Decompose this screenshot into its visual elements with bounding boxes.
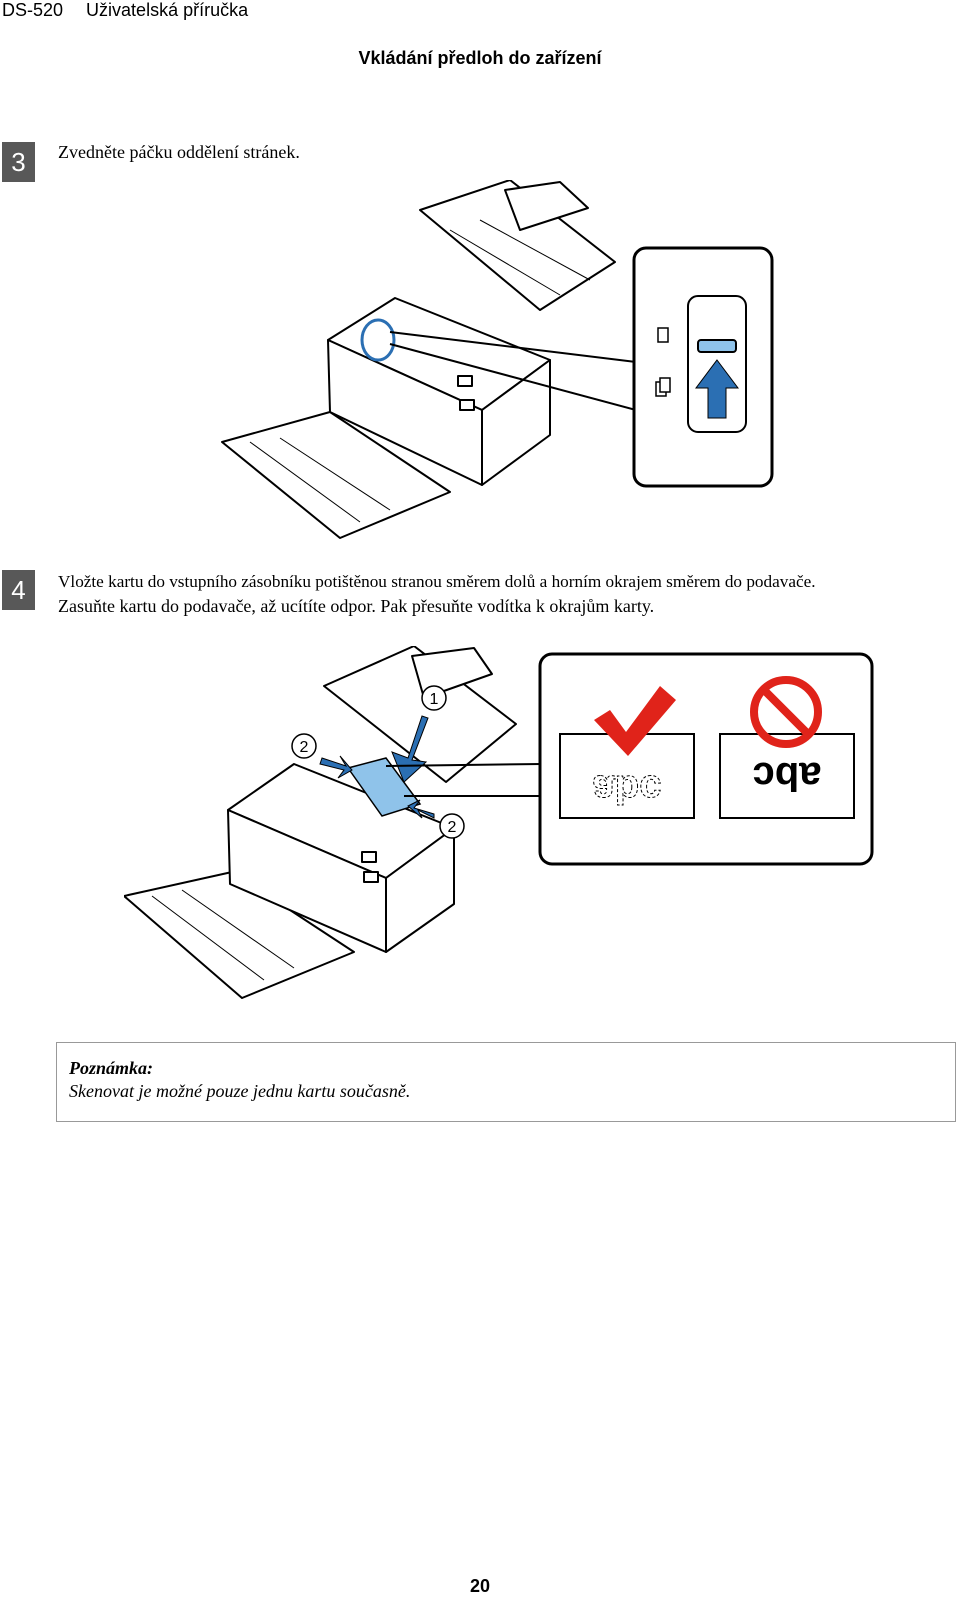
upside-down-text: abc xyxy=(753,754,822,798)
manual-title: Uživatelská příručka xyxy=(86,0,249,20)
lever-highlight xyxy=(360,318,396,362)
up-arrow-icon xyxy=(695,359,739,419)
step-4-number: 4 xyxy=(2,570,35,610)
running-header: DS-520 Uživatelská příručka xyxy=(2,0,266,21)
figure-raise-separation-lever xyxy=(221,180,774,539)
svg-text:2: 2 xyxy=(300,739,309,756)
callout-2-right: 2 xyxy=(439,813,465,839)
step-4-line1: Vložte kartu do vstupního zásobníku poti… xyxy=(58,572,816,591)
page-number: 20 xyxy=(469,1576,491,1596)
mirrored-dashed-text: abc xyxy=(593,767,662,811)
note-title: Poznámka: xyxy=(69,1058,154,1078)
svg-text:1: 1 xyxy=(430,691,439,708)
model-name: DS-520 xyxy=(2,0,64,20)
single-page-icon xyxy=(657,327,669,343)
svg-text:2: 2 xyxy=(448,819,457,836)
guide-arrow-left-icon xyxy=(319,755,353,779)
wrong-card-sample xyxy=(719,733,855,819)
callout-1: 1 xyxy=(421,685,447,711)
prohibited-icon xyxy=(750,676,822,748)
card xyxy=(346,757,422,817)
step-3-number: 3 xyxy=(2,142,35,182)
step-4-line2: Zasuňte kartu do podavače, až ucítíte od… xyxy=(58,596,655,616)
step-3-text: Zvedněte páčku oddělení stránek. xyxy=(58,142,300,162)
section-title: Vkládání předloh do zařízení xyxy=(358,48,602,68)
check-icon xyxy=(594,686,676,756)
guide-arrow-right-icon xyxy=(407,799,435,819)
note-box: Poznámka: Skenovat je možné pouze jednu … xyxy=(56,1042,956,1122)
figure-insert-card: 1 2 2 abc abc xyxy=(124,646,874,999)
note-body: Skenovat je možné pouze jednu kartu souč… xyxy=(69,1081,411,1101)
callout-2-left: 2 xyxy=(291,733,317,759)
